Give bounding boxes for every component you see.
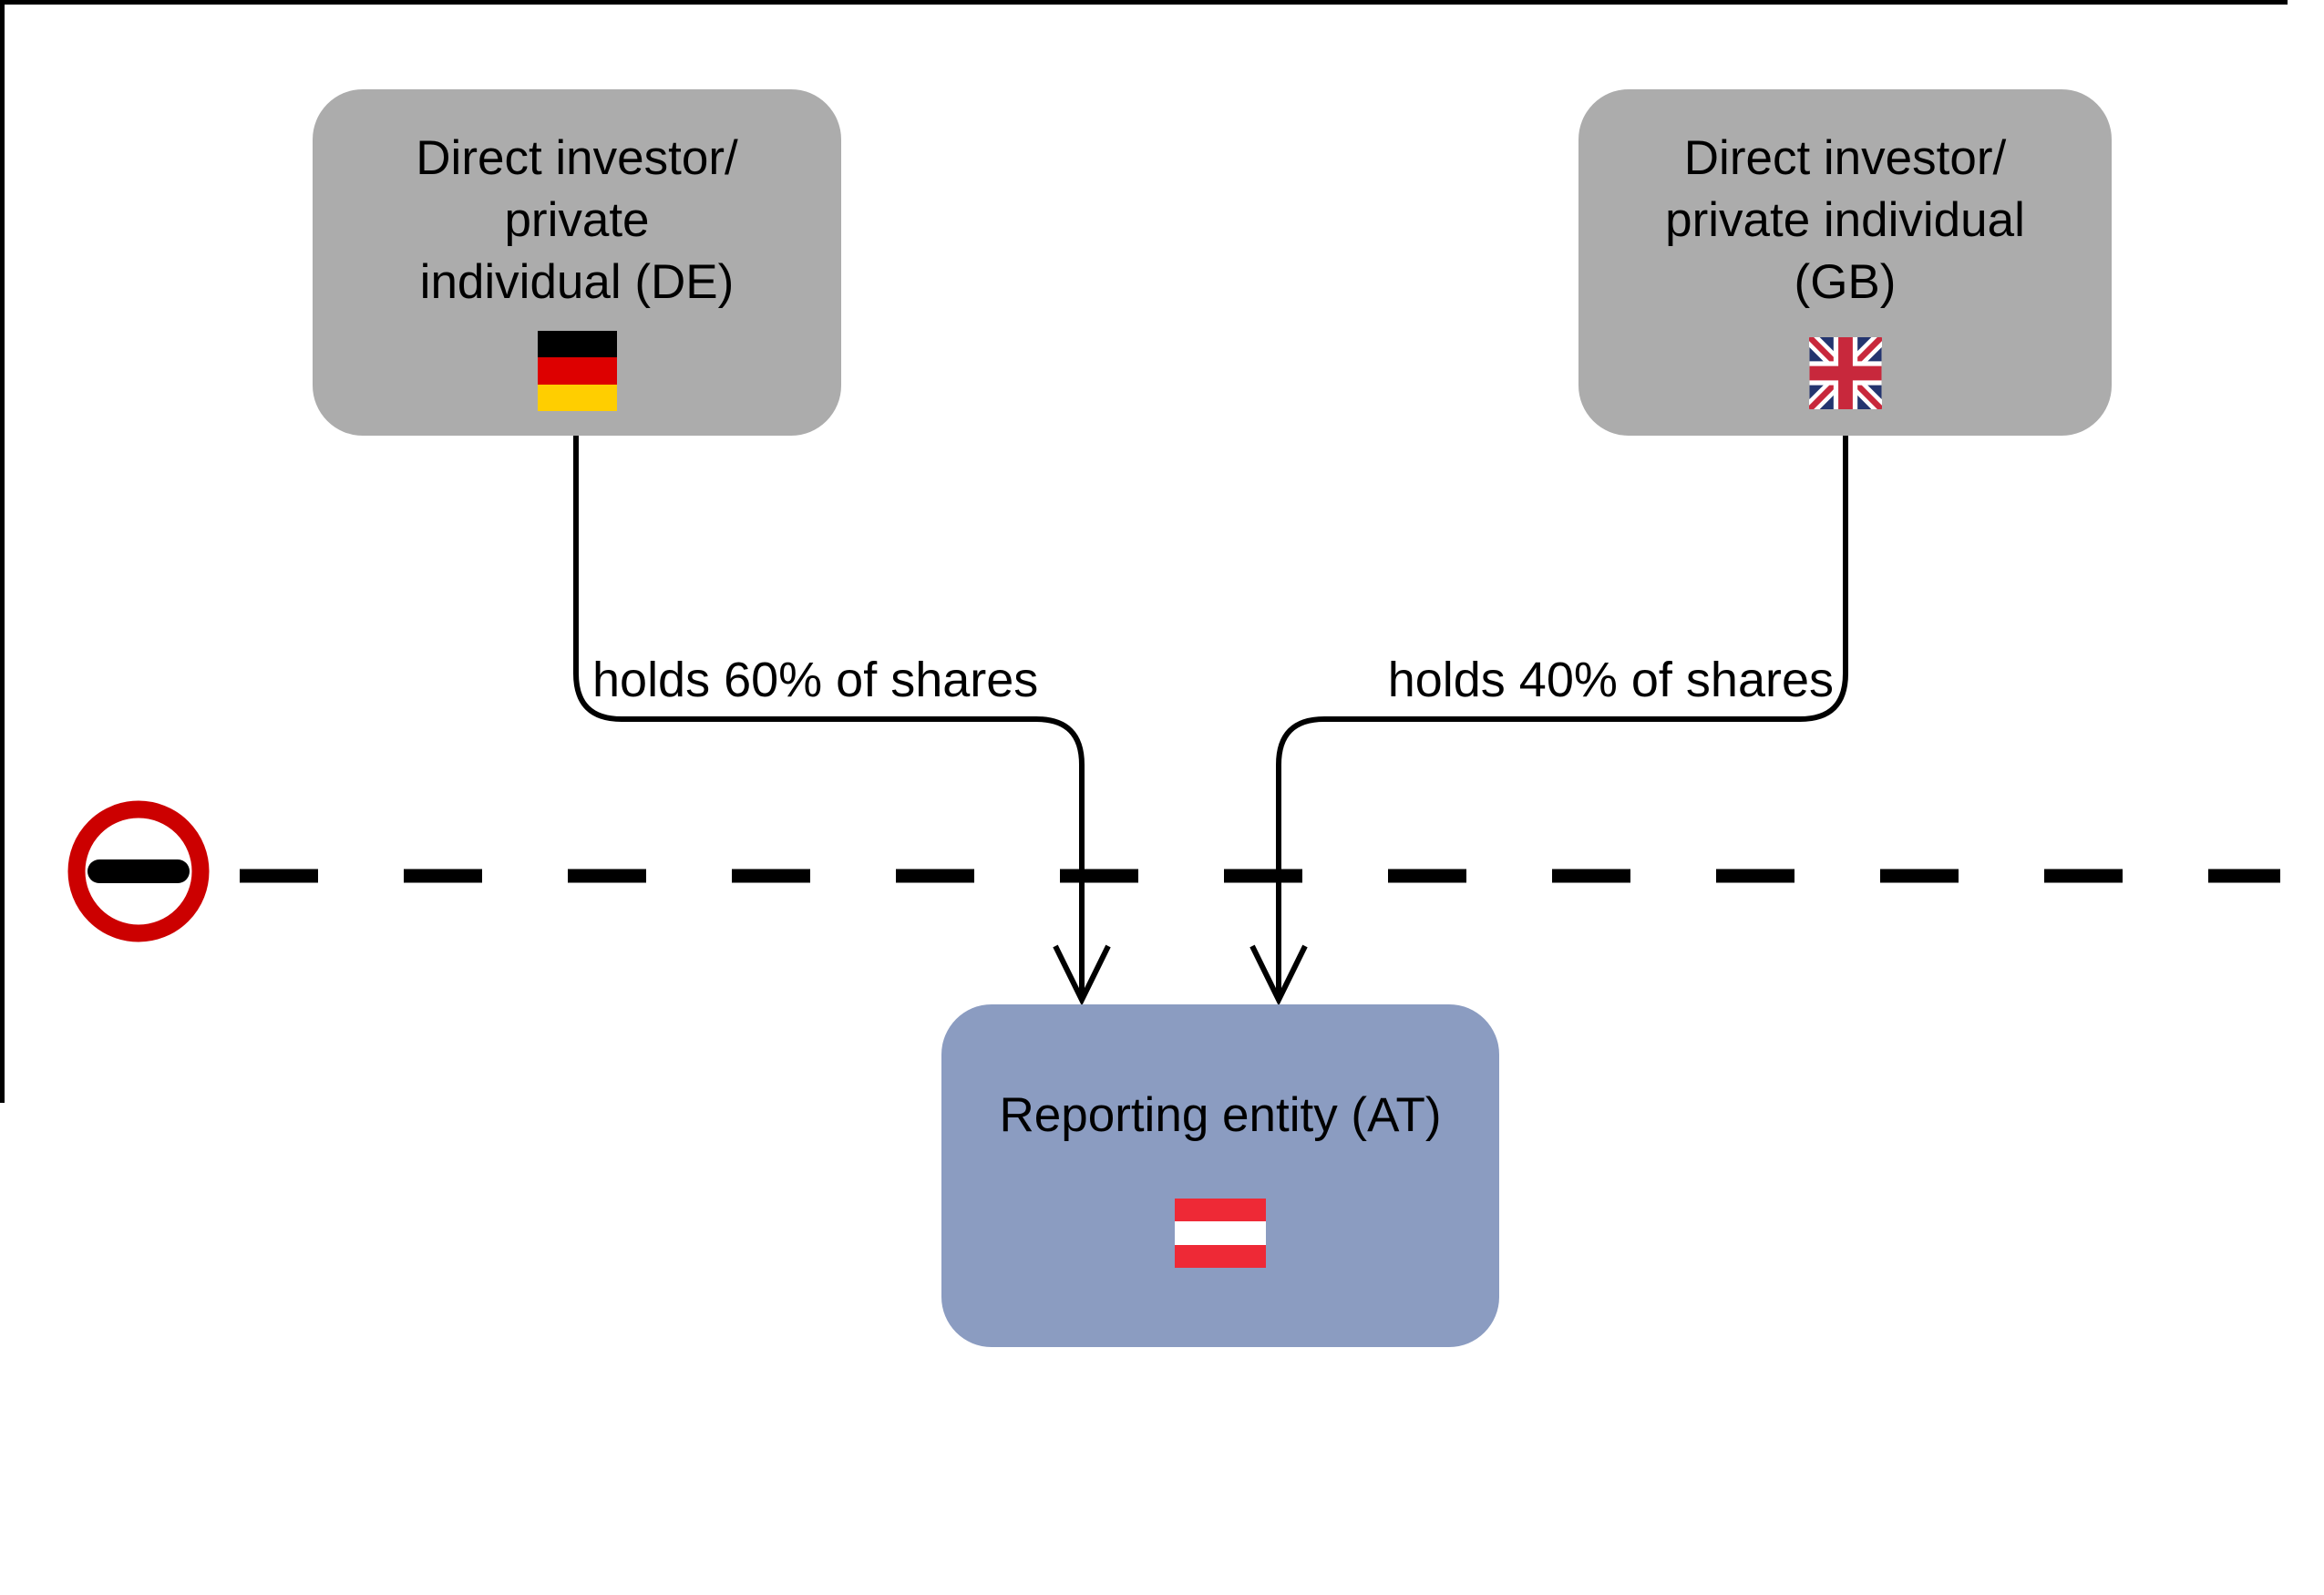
arrowhead-gb-to-at-icon xyxy=(1249,944,1308,1006)
arrowhead-de-to-at-icon xyxy=(1053,944,1111,1006)
austria-flag-icon xyxy=(1175,1199,1266,1268)
node-direct-investor-gb: Direct investor/ private individual (GB) xyxy=(1578,89,2112,436)
connector-gb-to-at xyxy=(1276,435,1848,995)
germany-flag-icon xyxy=(537,331,617,411)
frame-top-border xyxy=(0,0,2288,5)
edge-label-holds-60-percent: holds 60% of shares xyxy=(592,653,1039,707)
label-line: individual (DE) xyxy=(419,255,735,309)
label-line: private individual xyxy=(1665,193,2025,247)
node-reporting-entity-at: Reporting entity (AT) xyxy=(941,1004,1499,1347)
node-direct-investor-de-label: Direct investor/ private individual (DE) xyxy=(416,128,737,314)
no-entry-border-sign-icon xyxy=(67,800,210,942)
node-reporting-entity-at-label: Reporting entity (AT) xyxy=(999,1085,1441,1147)
edge-label-holds-40-percent: holds 40% of shares xyxy=(1387,653,1834,707)
label-line: Direct investor/ xyxy=(1683,131,2007,185)
node-direct-investor-gb-label: Direct investor/ private individual (GB) xyxy=(1665,128,2025,314)
no-entry-bar xyxy=(87,859,190,883)
frame-left-border xyxy=(0,0,5,1103)
label-line: Direct investor/ xyxy=(416,131,738,185)
connector-de-to-at xyxy=(573,435,1085,995)
label-line: (GB) xyxy=(1794,255,1897,309)
label-line: private xyxy=(504,193,650,247)
label-line: Reporting entity (AT) xyxy=(999,1088,1442,1142)
node-direct-investor-de: Direct investor/ private individual (DE) xyxy=(313,89,841,436)
uk-flag-icon xyxy=(1808,337,1882,409)
